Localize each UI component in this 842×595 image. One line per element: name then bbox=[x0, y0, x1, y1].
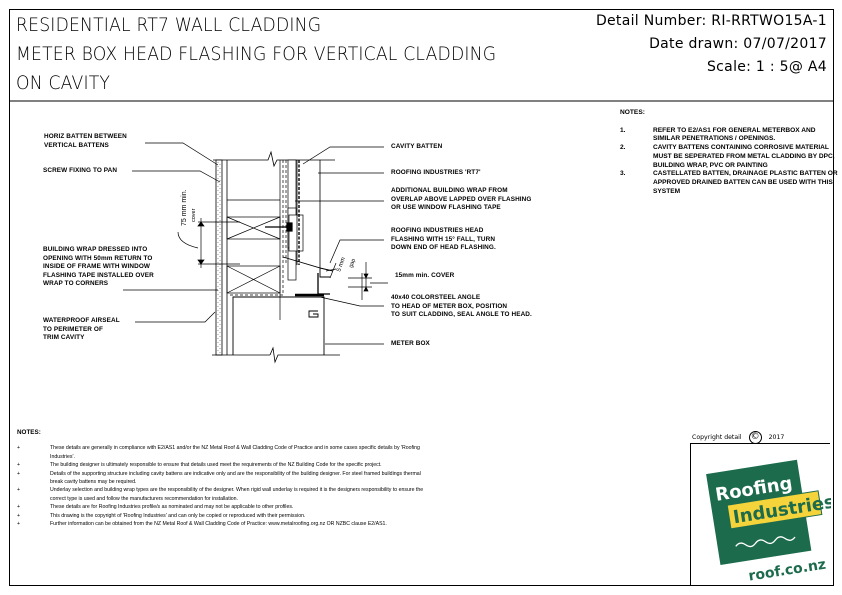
rt7-cladding bbox=[296, 160, 321, 268]
callout-building-wrap: BUILDING WRAP DRESSED INTO OPENING WITH … bbox=[43, 246, 154, 288]
callout-horiz-batten: HORIZ BATTEN BETWEEN VERTICAL BATTENS bbox=[44, 133, 127, 149]
date-drawn: Date drawn: 07/07/2017 bbox=[649, 36, 827, 52]
logo-box: Roofing Industries roof.co.nz bbox=[690, 443, 836, 585]
disclaimer-item: + This drawing is the copyright of 'Roof… bbox=[17, 512, 306, 519]
building-wrap bbox=[229, 160, 287, 296]
interior-lining bbox=[215, 159, 228, 356]
note-item: 3. CASTELLATED BATTEN, DRAINAGE PLASTIC … bbox=[620, 170, 838, 195]
disclaimer-item: + Underlay selection and building wrap t… bbox=[17, 487, 424, 502]
disclaimer-item: + These details are for Roofing Industri… bbox=[17, 504, 294, 511]
callout-additional-wrap: ADDITIONAL BUILDING WRAP FROM OVERLAP AB… bbox=[391, 187, 532, 212]
roofing-industries-logo: Roofing Industries roof.co.nz bbox=[706, 459, 836, 585]
disclaimer-notes: NOTES: + These details are generally in … bbox=[17, 429, 430, 528]
dimension-5mm-sublabel: gap bbox=[348, 258, 357, 269]
dimension-5mm bbox=[325, 262, 337, 279]
timber-framing bbox=[226, 160, 281, 320]
screw-fixing bbox=[265, 222, 293, 232]
colorsteel-angle bbox=[317, 273, 330, 295]
callout-cover: 15mm min. COVER bbox=[395, 272, 455, 279]
callout-head-flashing: ROOFING INDUSTRIES HEAD FLASHING WITH 15… bbox=[391, 227, 496, 252]
disclaimer-item: + Further information can be obtained fr… bbox=[17, 521, 387, 528]
disclaimer-item: + These details are generally in complia… bbox=[17, 445, 420, 460]
head-flashing bbox=[282, 256, 334, 278]
leader-lines bbox=[123, 142, 388, 345]
drawing-scale: Scale: 1 : 5@ A4 bbox=[707, 59, 827, 75]
top-break-line bbox=[213, 150, 335, 168]
dimension-15mm bbox=[348, 262, 372, 300]
logo-wave-icon bbox=[735, 536, 796, 548]
sheet-border bbox=[9, 9, 834, 586]
disclaimer-item: + Details of the supporting structure in… bbox=[17, 470, 421, 486]
callout-airseal: WATERPROOF AIRSEAL TO PERIMETER OF TRIM … bbox=[43, 317, 120, 342]
copyright-label: Copyright detail bbox=[692, 434, 742, 441]
drawing-title-line-3: ON CAVITY bbox=[16, 73, 111, 94]
note-item: 2. CAVITY BATTENS CONTAINING CORROSIVE M… bbox=[620, 144, 835, 169]
logo-url: roof.co.nz bbox=[747, 557, 827, 585]
callout-angle: 40x40 COLORSTEEL ANGLE TO HEAD OF METER … bbox=[391, 294, 532, 319]
drawing-title-line-1: RESIDENTIAL RT7 WALL CLADDING bbox=[16, 15, 322, 36]
callout-rt7: ROOFING INDUSTRIES 'RT7' bbox=[391, 169, 481, 176]
drawing-title-line-2: METER BOX HEAD FLASHING FOR VERTICAL CLA… bbox=[16, 44, 497, 65]
horizontal-batten bbox=[288, 214, 304, 252]
disclaimer-notes-heading: NOTES: bbox=[17, 429, 41, 436]
callout-meter-box: METER BOX bbox=[391, 340, 430, 347]
dimension-75mm-sublabel: cover bbox=[191, 208, 197, 222]
note-item: 1. REFER TO E2/AS1 FOR GENERAL METERBOX … bbox=[620, 126, 816, 143]
callout-screw-fixing: SCREW FIXING TO PAN bbox=[43, 167, 118, 174]
logo-yellow-band bbox=[726, 490, 823, 530]
callout-cavity-batten: CAVITY BATTEN bbox=[391, 143, 443, 150]
general-notes-heading: NOTES: bbox=[620, 109, 645, 116]
detail-number: Detail Number: RI-RRTWO15A-1 bbox=[595, 13, 827, 29]
dimension-5mm-label: 5 mm bbox=[336, 257, 347, 273]
disclaimer-item: + The building designer is ultimately re… bbox=[17, 462, 382, 469]
dimension-75mm bbox=[177, 218, 240, 268]
copyright-year: 2017 bbox=[768, 434, 785, 441]
general-notes: NOTES: 1. REFER TO E2/AS1 FOR GENERAL ME… bbox=[620, 109, 842, 196]
meter-box-outline bbox=[212, 293, 340, 364]
dimension-75mm-label: 75 mm min. bbox=[181, 189, 188, 226]
